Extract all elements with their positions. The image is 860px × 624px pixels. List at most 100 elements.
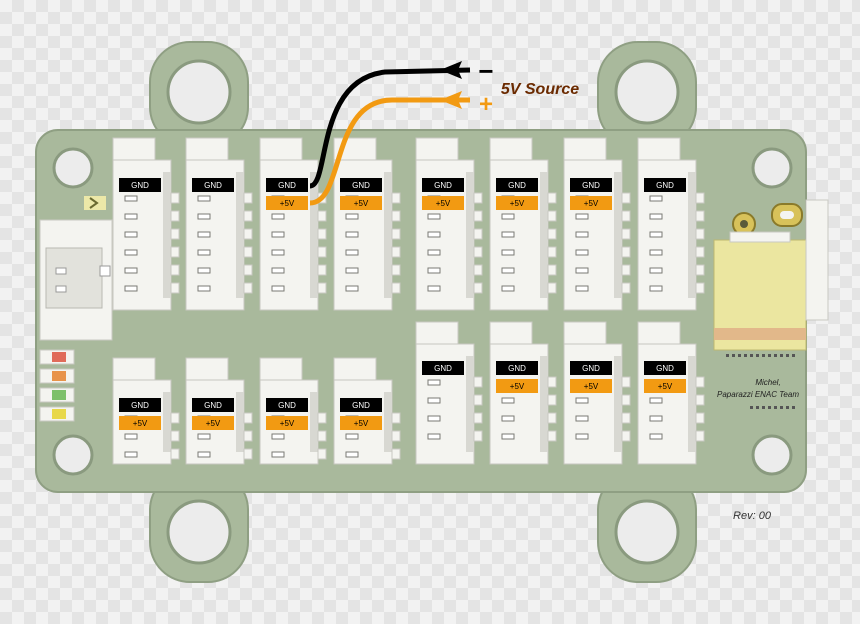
pin-slot bbox=[649, 195, 663, 202]
header-pin bbox=[726, 354, 729, 357]
latch-tab bbox=[621, 412, 631, 424]
pin-slot bbox=[345, 451, 359, 458]
pin-slot bbox=[197, 267, 211, 274]
module-header bbox=[729, 231, 791, 243]
pin-slot bbox=[427, 213, 441, 220]
pin-slot bbox=[501, 213, 515, 220]
latch-tab bbox=[391, 192, 401, 204]
connector-b4: GND +5V bbox=[333, 357, 401, 465]
pin-slot bbox=[427, 433, 441, 440]
connector-side bbox=[236, 392, 244, 452]
plus5v-label: +5V bbox=[436, 199, 451, 208]
mount-hole-top-left bbox=[166, 59, 232, 125]
latch-tab bbox=[547, 282, 557, 294]
minus-sign: − bbox=[478, 56, 493, 86]
latch-tab bbox=[391, 448, 401, 460]
pin-slot bbox=[345, 267, 359, 274]
pin-slot bbox=[271, 267, 285, 274]
latch-tab bbox=[695, 246, 705, 258]
gnd-label: GND bbox=[204, 181, 222, 190]
mount-hole-bottom-right bbox=[614, 499, 680, 565]
plus5v-label: +5V bbox=[206, 419, 221, 428]
latch-tab bbox=[547, 192, 557, 204]
latch-tab bbox=[243, 264, 253, 276]
connector-b5: GND bbox=[415, 321, 483, 465]
header-pin bbox=[738, 354, 741, 357]
latch-tab bbox=[547, 228, 557, 240]
connector-t4: GND+5V bbox=[333, 137, 401, 311]
pin-slot bbox=[271, 433, 285, 440]
pin-slot bbox=[271, 285, 285, 292]
pin-slot bbox=[575, 267, 589, 274]
latch-tab bbox=[317, 282, 327, 294]
pin-slot bbox=[649, 285, 663, 292]
pcb-board bbox=[35, 41, 807, 583]
latch-tab bbox=[695, 192, 705, 204]
gnd-label: GND bbox=[278, 401, 296, 410]
latch-tab bbox=[695, 282, 705, 294]
corner-hole-top-left bbox=[52, 147, 94, 189]
pin-slot bbox=[427, 249, 441, 256]
gnd-label-box bbox=[119, 398, 161, 412]
latch-tab bbox=[170, 430, 180, 442]
gnd-label-box bbox=[570, 361, 612, 375]
plus5v-label-box bbox=[422, 196, 464, 210]
plus5v-label-box bbox=[266, 416, 308, 430]
pin-slot bbox=[575, 231, 589, 238]
latch-tab bbox=[391, 282, 401, 294]
plus5v-label-box bbox=[570, 196, 612, 210]
header-pin bbox=[774, 354, 777, 357]
latch-tab bbox=[170, 412, 180, 424]
connector-side bbox=[688, 172, 696, 298]
led-2 bbox=[39, 368, 75, 384]
latch-tab bbox=[170, 264, 180, 276]
plus5v-label-box bbox=[496, 379, 538, 393]
pin-slot bbox=[271, 213, 285, 220]
gnd-label-box bbox=[266, 398, 308, 412]
connector-side bbox=[614, 356, 622, 452]
gnd-label: GND bbox=[131, 181, 149, 190]
gnd-label-box bbox=[422, 361, 464, 375]
latch-tab bbox=[317, 448, 327, 460]
pin-slot bbox=[575, 213, 589, 220]
connector-cap bbox=[259, 357, 303, 383]
pin-slot bbox=[271, 451, 285, 458]
connector-cap bbox=[185, 137, 229, 163]
gnd-label-box bbox=[192, 178, 234, 192]
gnd-label: GND bbox=[352, 401, 370, 410]
connector-cap bbox=[637, 137, 681, 163]
pin-slot bbox=[345, 285, 359, 292]
connector-t5: GND+5V bbox=[415, 137, 483, 311]
pin-slot bbox=[501, 231, 515, 238]
latch-tab bbox=[473, 192, 483, 204]
connector-side bbox=[540, 172, 548, 298]
connector-side bbox=[688, 356, 696, 452]
latch-tab bbox=[695, 228, 705, 240]
plus-sign: + bbox=[479, 91, 493, 118]
credit-line-2: Paparazzi ENAC Team bbox=[717, 390, 799, 399]
latch-tab bbox=[473, 246, 483, 258]
plus5v-label-box bbox=[119, 416, 161, 430]
pin-slot bbox=[345, 213, 359, 220]
header-pins bbox=[726, 354, 795, 409]
header-pin bbox=[768, 354, 771, 357]
pin-slot bbox=[124, 285, 138, 292]
plus5v-label-box bbox=[340, 416, 382, 430]
latch-tab bbox=[243, 282, 253, 294]
latch-tab bbox=[473, 210, 483, 222]
pin-slot bbox=[501, 285, 515, 292]
latch-tab bbox=[695, 412, 705, 424]
gnd-label-box bbox=[644, 361, 686, 375]
connector-side bbox=[384, 392, 392, 452]
header-pin bbox=[762, 406, 765, 409]
latch-tab bbox=[547, 394, 557, 406]
latch-tab bbox=[317, 412, 327, 424]
latch-tab bbox=[547, 376, 557, 388]
plus5v-label: +5V bbox=[354, 419, 369, 428]
pin-slot bbox=[575, 415, 589, 422]
latch-tab bbox=[170, 192, 180, 204]
side-power-connector bbox=[39, 219, 113, 341]
latch-tab bbox=[391, 412, 401, 424]
connector-cap bbox=[333, 357, 377, 383]
